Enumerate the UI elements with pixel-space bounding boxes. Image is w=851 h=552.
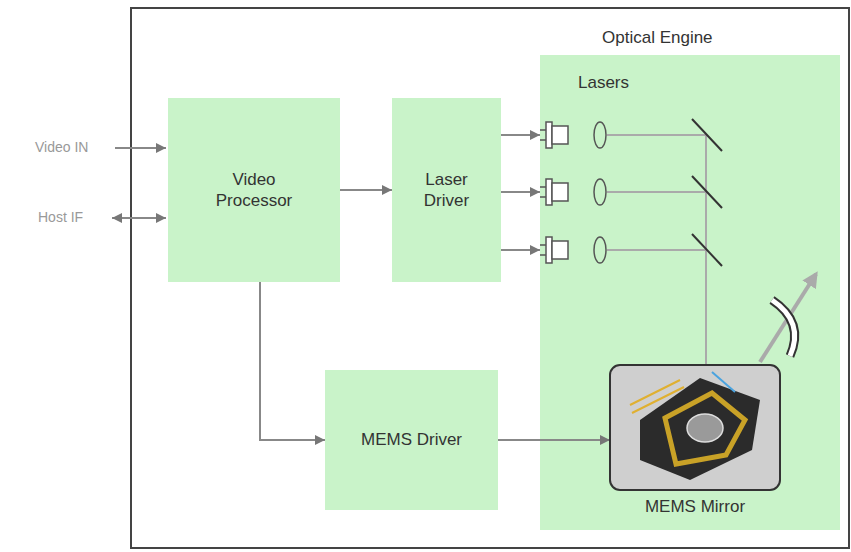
part-name: Lasers (578, 73, 629, 93)
signal-name: Video IN (35, 139, 88, 155)
signal-arrow (498, 439, 610, 441)
signal-arrow (260, 282, 325, 440)
signal-arrow (501, 249, 540, 251)
box-label: Laser Driver (404, 169, 489, 212)
laser-diodes (540, 122, 606, 263)
signal-arrow (501, 134, 540, 136)
dichroic-mirrors (692, 119, 722, 266)
laser-beams (607, 135, 706, 372)
region-heading: Optical Engine (602, 27, 713, 48)
signal-arrow (340, 189, 392, 191)
box-label: MEMS Driver (361, 429, 462, 450)
optical-engine-fill (540, 55, 840, 530)
video-in-arrow (115, 147, 166, 149)
process-box: Laser Driver (392, 98, 501, 282)
process-box: Video Processor (168, 98, 340, 282)
mems-chip-picture (610, 365, 780, 490)
box-label: MEMS Mirror (645, 496, 745, 517)
output-beam (760, 274, 816, 362)
optical-engine-band: MEMS MirrorOptical Engine (540, 55, 840, 530)
process-box: MEMS Driver (325, 370, 498, 510)
outer-frame (131, 8, 849, 548)
box-label: Video Processor (212, 169, 297, 212)
signal-arrow (501, 191, 540, 193)
mems-mirror-node: MEMS Mirror (610, 365, 780, 525)
exit-window (772, 300, 795, 356)
signal-name: Host IF (38, 209, 83, 225)
host-if-arrow (112, 217, 166, 219)
